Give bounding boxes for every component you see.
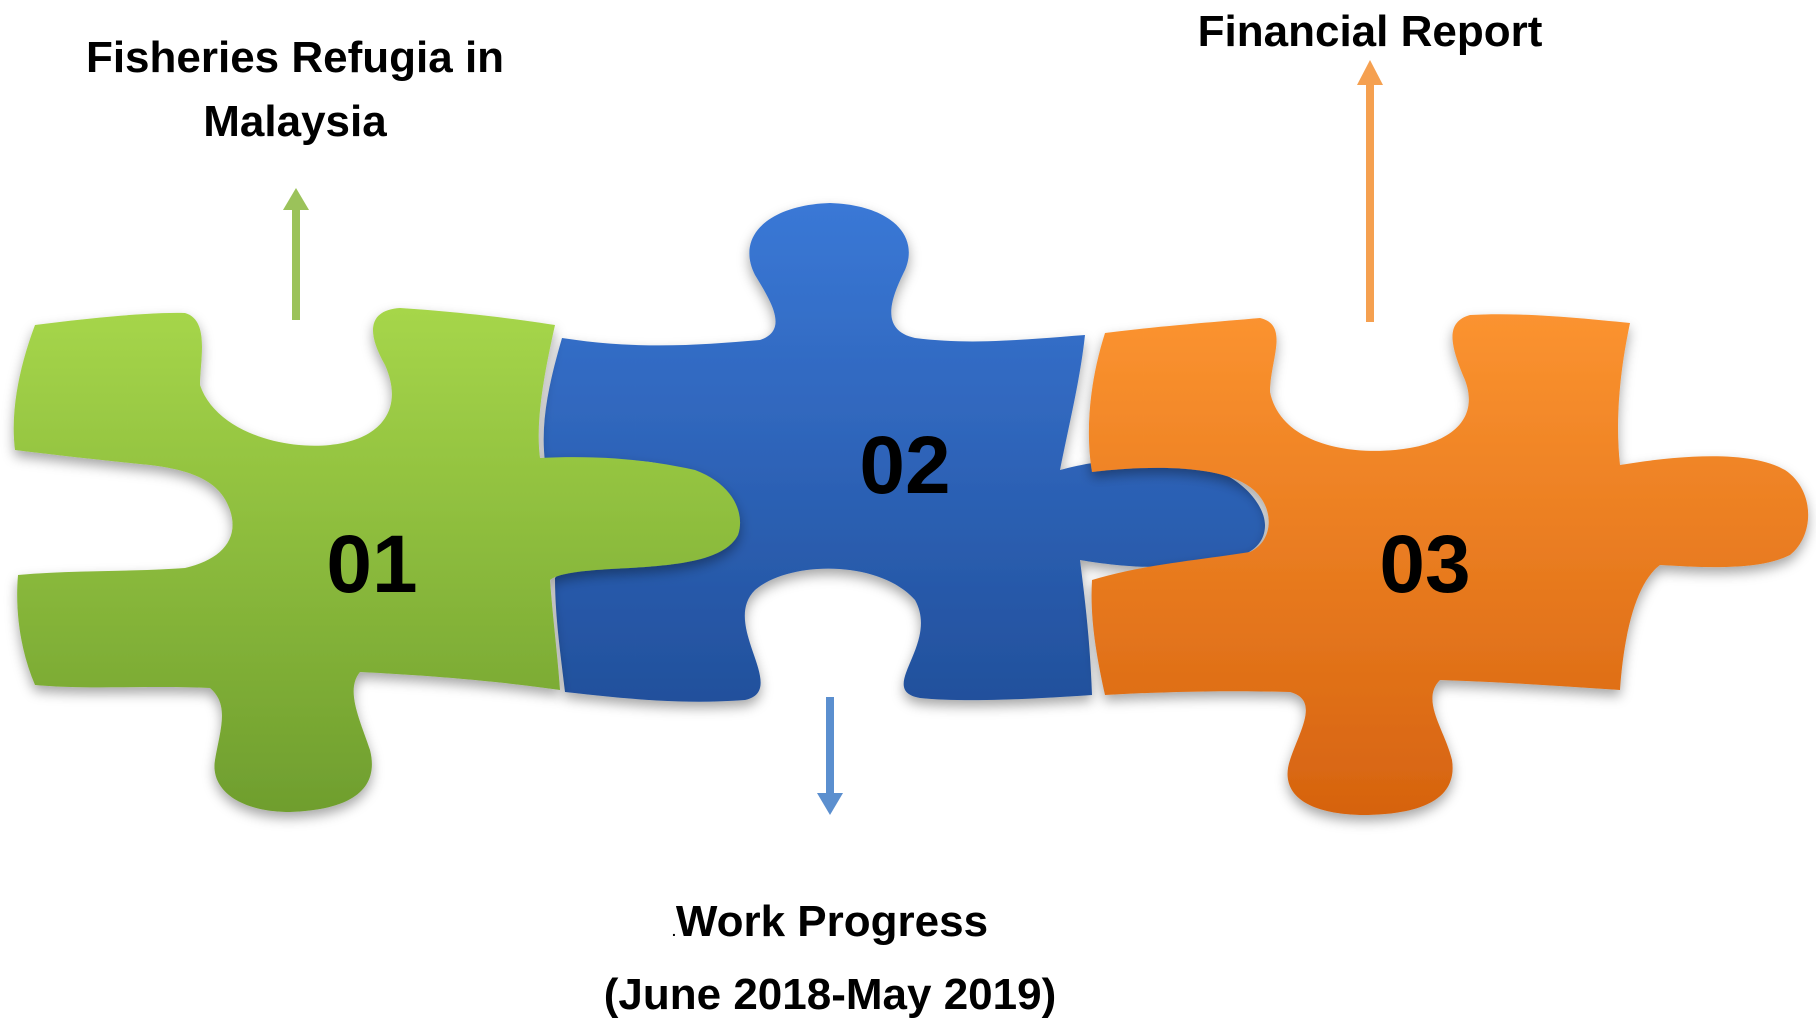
label-fisheries-refugia: Fisheries Refugia in Malaysia bbox=[60, 26, 530, 154]
label-financial-report: Financial Report bbox=[1180, 0, 1560, 64]
piece-number-01: 01 bbox=[326, 519, 417, 610]
arrow-down-piece-2 bbox=[817, 697, 843, 815]
label-line-wrapper: .Work Progress bbox=[560, 890, 1100, 963]
label-line: (June 2018-May 2019) bbox=[603, 970, 1057, 1019]
label-line: Fisheries Refugia in bbox=[85, 33, 505, 82]
piece-number-02: 02 bbox=[859, 420, 950, 511]
puzzle-piece-03 bbox=[1088, 314, 1809, 815]
label-line: Work Progress bbox=[675, 897, 989, 946]
arrow-up-piece-1 bbox=[283, 188, 309, 320]
label-line: Malaysia bbox=[203, 97, 387, 146]
stray-dot: . bbox=[671, 923, 676, 939]
label-line: Financial Report bbox=[1197, 7, 1543, 56]
piece-number-03: 03 bbox=[1379, 519, 1470, 610]
puzzle-piece-01 bbox=[13, 308, 741, 812]
arrow-up-piece-3 bbox=[1357, 60, 1383, 322]
label-work-progress: .Work Progress (June 2018-May 2019) bbox=[560, 890, 1100, 1027]
puzzle-piece-02 bbox=[543, 203, 1265, 702]
